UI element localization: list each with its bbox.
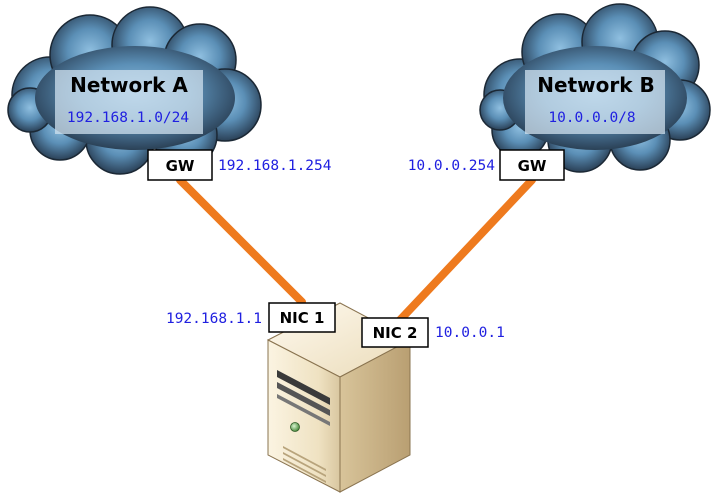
network-b-gateway-box: [499, 149, 565, 181]
nic1-ip: 192.168.1.1: [166, 311, 262, 327]
network-a-subnet: 192.168.1.0/24: [67, 110, 189, 126]
nic2-box: [361, 317, 429, 348]
link-network-a-to-nic1: [176, 176, 306, 306]
nic2-label: NIC 2: [373, 324, 418, 342]
network-a-title: Network A: [70, 73, 188, 97]
link-network-b-to-nic2: [396, 176, 536, 324]
network-a-gateway-ip: 192.168.1.254: [218, 158, 332, 174]
network-b-label-box: [525, 70, 665, 134]
network-b-title: Network B: [537, 73, 654, 97]
network-a-label-box: [55, 70, 203, 134]
network-a-gateway-box: [147, 149, 213, 181]
nic1-box: [268, 302, 336, 333]
network-a-gateway-label: GW: [166, 157, 195, 175]
network-b-subnet: 10.0.0.0/8: [548, 110, 635, 126]
nic2-ip: 10.0.0.1: [435, 325, 505, 341]
network-b-gateway-label: GW: [518, 157, 547, 175]
nic1-label: NIC 1: [280, 309, 325, 327]
network-b-gateway-ip: 10.0.0.254: [408, 158, 496, 174]
